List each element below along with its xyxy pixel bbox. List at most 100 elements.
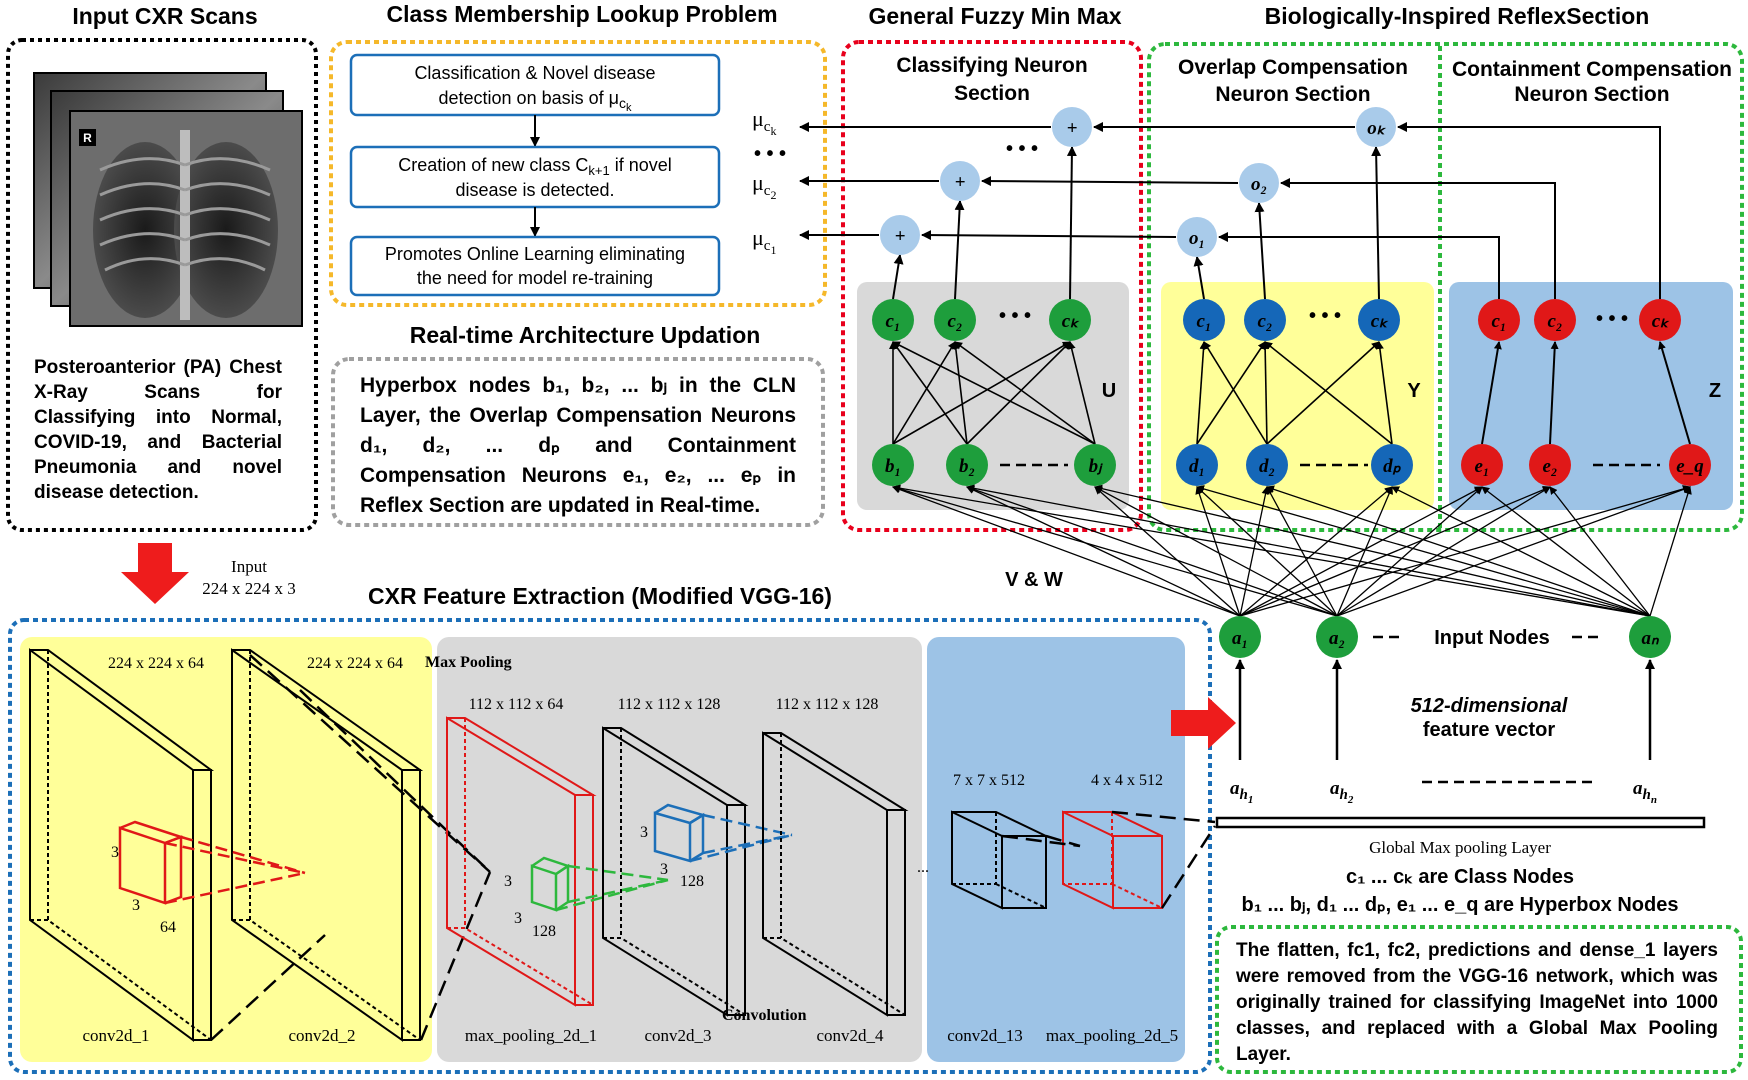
overlap-class-node-3-label: cₖ [1371,311,1389,332]
overlap-class-node-2-circle [1244,299,1286,341]
membership-outputs: μck • • • μc2 μc1 [752,106,786,257]
o1-to-sum1 [921,230,1177,241]
section-containment-title-2: Neuron Section [1514,83,1669,106]
kernel-blue [653,803,793,863]
section-classifying-title-1: Classifying Neuron [896,54,1087,77]
section-containment-title-1: Containment Compensation [1452,58,1732,81]
connection-line [892,485,1338,617]
containment-class-node-1-circle [1478,299,1520,341]
connection-line [892,485,1241,617]
connection-line [966,486,1241,617]
sum-node-3-label: + [1067,118,1078,139]
dim-conv2d-2: 224 x 224 x 64 [307,655,403,672]
connection-line [1196,486,1338,617]
max-pooling-5-cube [1062,810,1163,910]
connection-line [1193,256,1205,300]
class-node-dots-3: • • • [1596,308,1628,330]
connection-line [1195,486,1241,617]
cxr-description: Posteroanterior (PA) Chest X-Ray Scans f… [34,357,282,503]
containment-to-ok [1397,122,1661,299]
sum-node-1: + [880,215,920,255]
hyperbox-node-3: bⱼ [1074,444,1116,486]
input-node-3-label: aₙ [1641,628,1660,649]
input-cxr-panel: R [6,38,318,532]
connection-line [1239,485,1551,617]
feature-input-1: ah1 [1230,778,1253,806]
dim-conv2d-4: 112 x 112 x 128 [776,696,879,713]
class-nodes-legend: c₁ ... cₖ are Class Nodes [1346,866,1574,888]
sum-node-1-label: + [895,226,906,247]
matrix-y-label: Y [1407,380,1421,402]
class-node-1: c₁ [872,299,914,341]
hyperbox-node-1-circle [872,444,914,486]
cnn-ellipsis: ... [917,859,929,876]
input-arrow-label-1: Input [231,557,267,576]
containment-node-3-label: e_q [1676,456,1704,477]
conv2d-3-slab [602,726,749,1017]
containment-node-3-circle [1669,444,1711,486]
class-node-2-circle [934,299,976,341]
overlap-class-node-1: c₁ [1183,299,1225,341]
containment-node-2-label: e₂ [1542,456,1557,477]
feature-vector-label-1: 512-dimensional [1411,695,1568,717]
layer-conv2d-2: conv2d_2 [288,1026,355,1045]
realtime-description: Hyperbox nodes b₁, b₂, ... bⱼ in the CLN… [360,374,796,517]
classifying-panel [857,282,1129,510]
connection-line [1196,341,1266,445]
overlap-node-1-circle [1176,444,1218,486]
containment-node-2-circle [1529,444,1571,486]
connection-line [1649,486,1692,617]
connection-line [1658,341,1691,445]
connection-line [1239,486,1483,617]
hyperbox-node-2-circle [946,444,988,486]
feature-input-2: ah2 [1330,778,1354,806]
connection-line [1391,486,1651,617]
cnn-block-gray [437,637,922,1062]
overlap-node-1: d₁ [1176,444,1218,486]
hyperbox-node-1: b₁ [872,444,914,486]
connection-line [1481,341,1502,445]
xray-spine [180,130,190,320]
o-node-3: oₖ [1356,107,1396,147]
kernel-red-d: 64 [160,919,176,936]
input-node-2-circle [1316,616,1358,658]
connection-line [1094,486,1241,617]
node-ellipsis-dashes [1000,463,1660,784]
overlap-class-node-2-label: c₂ [1257,311,1272,332]
overlap-node-3-label: dₚ [1383,456,1402,477]
connection-line [1266,486,1338,617]
hyperbox-node-2-label: b₂ [959,456,975,477]
containment-class-node-1-label: c₁ [1491,311,1506,332]
input-cxr-border [6,38,318,532]
section-classifying-title-2: Section [954,82,1030,105]
title-feature-extraction: CXR Feature Extraction (Modified VGG-16) [368,583,832,609]
dim-max-pooling-1: 112 x 112 x 64 [469,696,564,713]
title-realtime: Real-time Architecture Updation [410,322,761,348]
connection-line [1266,341,1380,445]
gmp-layer-label: Global Max pooling Layer [1369,838,1551,857]
membership-step-1-line-2: detection on basis of μck [439,88,632,114]
kernel-red-h: 3 [111,844,119,861]
connection-line [1549,486,1651,617]
class-node-2-label: c₂ [947,311,962,332]
conv2d-4-slab [762,731,909,1017]
input-node-1-circle [1219,616,1261,658]
containment-node-3: e_q [1669,444,1711,486]
overlap-class-node-2: c₂ [1244,299,1286,341]
gfmm-panel-border [841,40,1143,532]
membership-step-3-line-1: Promotes Online Learning eliminating [385,244,685,264]
o-node-1-label: o₁ [1189,228,1205,249]
kernel-blue-w: 3 [660,861,668,878]
hyperbox-node-2: b₂ [946,444,988,486]
layer-max-pooling-1: max_pooling_2d_1 [465,1026,597,1045]
connection-line [1549,341,1559,445]
class-membership-border [329,40,827,307]
hyperbox-node-3-label: bⱼ [1089,456,1104,477]
connection-line [1375,341,1393,445]
containment-class-node-3-label: cₖ [1652,311,1670,332]
input-node-1: a₁ [1219,616,1261,658]
section-overlap-title-1: Overlap Compensation [1178,56,1408,79]
title-gfmm: General Fuzzy Min Max [868,3,1121,29]
max-pooling-slab [446,716,597,1007]
